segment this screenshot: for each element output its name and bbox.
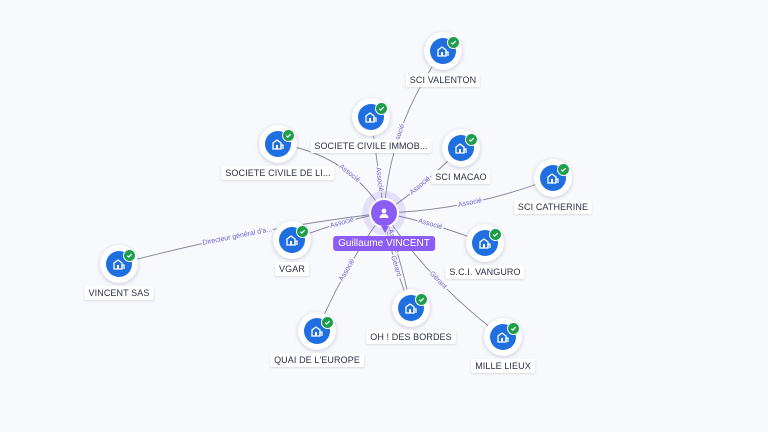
person-icon [369, 198, 399, 233]
company-label: VINCENT SAS [84, 286, 154, 300]
verified-check-icon [557, 163, 570, 176]
edge-label: Associé [417, 218, 443, 232]
company-label: S.C.I. VANGURO [445, 265, 525, 279]
company-label: MILLE LIEUX [471, 359, 535, 373]
edge-label: Directeur général d'a... [202, 226, 273, 247]
edge-label: Gérant [389, 255, 402, 278]
company-label: VGAR [275, 262, 309, 276]
edge-label: Associé [338, 258, 356, 283]
verified-check-icon [282, 129, 295, 142]
verified-check-icon [465, 133, 478, 146]
edge-label: Associé [338, 163, 362, 184]
edge-sci-valenton [383, 50, 444, 214]
company-label: OH ! DES BORDES [366, 330, 456, 344]
company-label: SCI VALENTON [405, 73, 481, 87]
edge-label: Associé [457, 197, 483, 209]
edge-label: Associé [409, 175, 432, 196]
company-label: SCI CATHERINE [513, 200, 593, 214]
verified-check-icon [375, 102, 388, 115]
company-label: QUAI DE L'EUROPE [270, 353, 364, 367]
building-icon [265, 131, 291, 157]
edge-sci-catherine [383, 177, 554, 214]
verified-check-icon [321, 316, 334, 329]
company-label: SOCIETE CIVILE DE LI... [221, 166, 335, 180]
verified-check-icon [415, 293, 428, 306]
verified-check-icon [489, 228, 502, 241]
person-name: Guillaume VINCENT [333, 236, 435, 251]
verified-check-icon [296, 225, 309, 238]
verified-check-icon [123, 249, 136, 262]
verified-check-icon [447, 36, 460, 49]
company-label: SCI MACAO [431, 170, 491, 184]
verified-check-icon [507, 322, 520, 335]
edge-vincent-sas [118, 212, 385, 265]
edge-label: Associé [374, 167, 384, 192]
company-label: SOCIETE CIVILE IMMOB... [310, 139, 432, 153]
edge-mille-lieux [383, 212, 504, 338]
